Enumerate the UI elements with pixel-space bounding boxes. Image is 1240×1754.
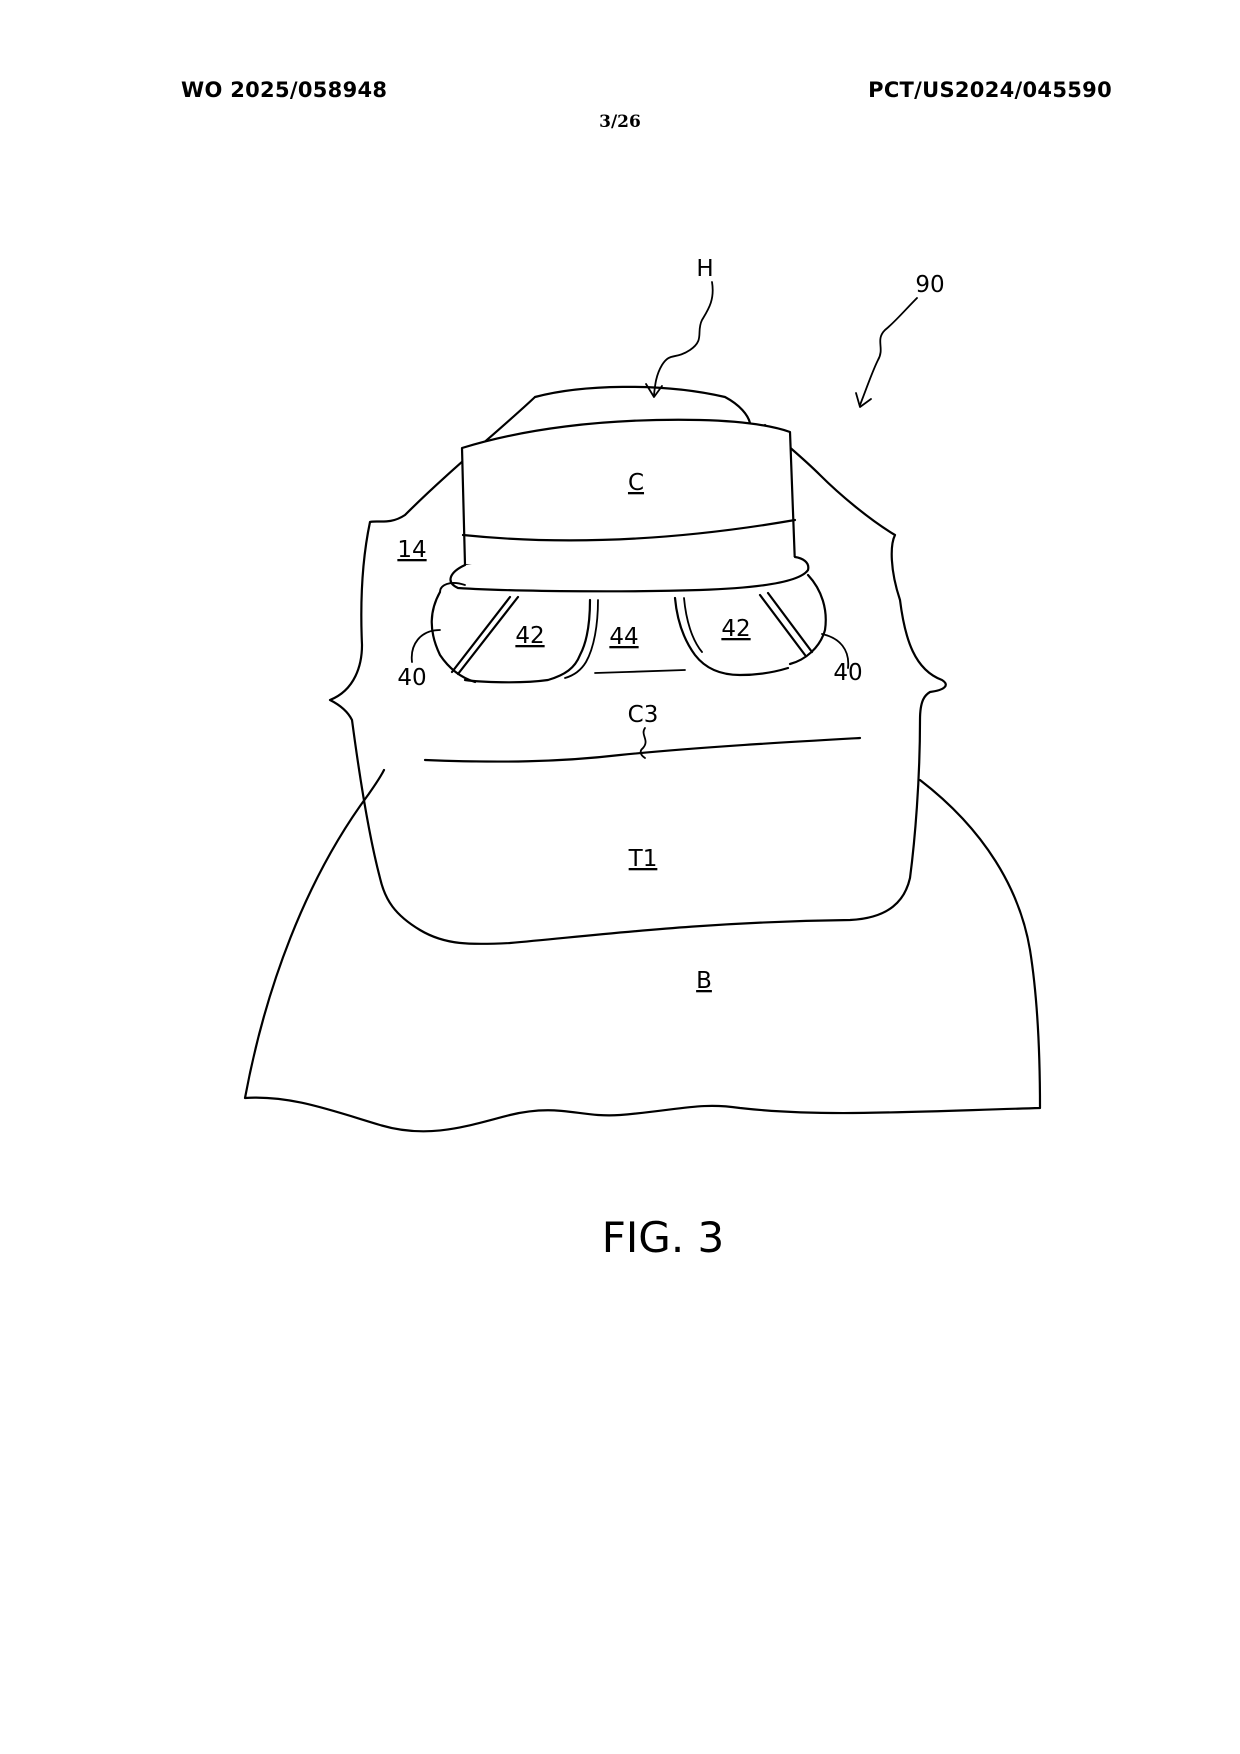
- label-c3: C3: [628, 702, 659, 728]
- hat-brim-inner: [439, 582, 466, 593]
- hat-band: [461, 518, 797, 542]
- label-14: 14: [397, 537, 426, 563]
- face-opening-left: [430, 590, 477, 684]
- hat-crown: [460, 418, 797, 582]
- application-number: PCT/US2024/045590: [868, 78, 1112, 102]
- seam-line-c3: [423, 736, 862, 763]
- face-opening-right: [788, 573, 827, 666]
- figure-caption: FIG. 3: [602, 1213, 725, 1262]
- leader-90: [859, 297, 918, 406]
- label-b: B: [696, 968, 712, 994]
- label-44: 44: [609, 624, 638, 650]
- leader-40-left: [410, 629, 441, 663]
- label-c: C: [628, 470, 644, 496]
- leader-40-right: [821, 633, 850, 669]
- body-outline: [243, 768, 1042, 1133]
- publication-number: WO 2025/058948: [181, 78, 388, 102]
- label-42-right: 42: [721, 616, 750, 642]
- nose-bridge-line: [594, 669, 686, 674]
- left-lens-edge: [564, 599, 599, 679]
- right-lens: [673, 596, 790, 677]
- label-90: 90: [915, 272, 944, 298]
- hood-outline: [328, 385, 947, 946]
- leader-h-arrowhead: [645, 383, 663, 398]
- label-h: H: [696, 256, 713, 282]
- leader-90-arrowhead: [855, 392, 872, 408]
- label-42-left: 42: [515, 623, 544, 649]
- sheet-number: 3/26: [599, 112, 641, 132]
- label-40-left: 40: [397, 665, 426, 691]
- left-lens: [463, 598, 592, 684]
- label-t1: T1: [628, 846, 658, 872]
- hat-brim: [449, 555, 810, 593]
- right-strap: [758, 591, 814, 657]
- leader-h: [653, 281, 714, 396]
- label-40-right: 40: [833, 660, 862, 686]
- c3-leader: [639, 727, 647, 759]
- right-lens-edge: [683, 597, 703, 653]
- left-strap: [450, 595, 520, 676]
